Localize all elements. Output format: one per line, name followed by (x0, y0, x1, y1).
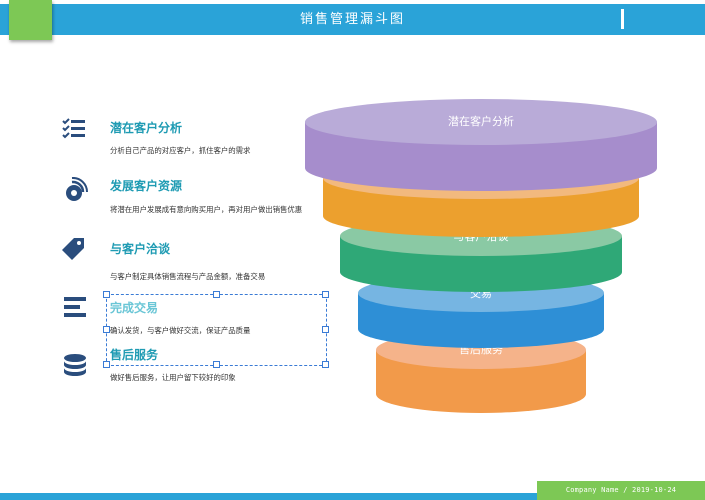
funnel-label-1: 潜在客户分析 (448, 114, 514, 128)
resize-handle[interactable] (322, 361, 329, 368)
tag-icon (62, 238, 84, 260)
footer-label: Company Name / 2019-10-24 (537, 481, 705, 500)
resize-handle[interactable] (103, 291, 110, 298)
logo-block (9, 0, 52, 40)
title-divider (621, 9, 624, 29)
resize-handle[interactable] (213, 291, 220, 298)
item-title-4: 完成交易 (110, 301, 159, 315)
bottom-bar (0, 493, 705, 500)
resize-handle[interactable] (213, 361, 220, 368)
item-desc-2: 将潜在用户发展成有意向购买用户，再对用户做出销售优惠 (110, 205, 303, 214)
list-icon (64, 297, 86, 317)
item-title-5: 售后服务 (110, 348, 159, 362)
item-title-1: 潜在客户分析 (110, 121, 183, 135)
funnel-layer-1: 潜在客户分析 (305, 99, 657, 191)
checklist-icon (62, 118, 85, 139)
funnel-layer-top (305, 99, 657, 145)
item-title-2: 发展客户资源 (110, 179, 183, 193)
item-desc-3: 与客户制定具体销售流程与产品金额，准备交易 (110, 272, 266, 281)
resize-handle[interactable] (103, 361, 110, 368)
item-desc-1: 分析自己产品的对应客户，抓住客户的需求 (110, 146, 251, 155)
item-title-3: 与客户洽谈 (110, 242, 171, 256)
resize-handle[interactable] (322, 291, 329, 298)
database-icon (64, 354, 86, 376)
item-desc-4: 确认发货，与客户做好交流，保证产品质量 (110, 326, 251, 335)
page-title: 销售管理漏斗图 (299, 12, 405, 27)
signal-icon (66, 177, 88, 201)
header-bar (0, 4, 705, 35)
resize-handle[interactable] (103, 326, 110, 333)
resize-handle[interactable] (322, 326, 329, 333)
item-desc-5: 做好售后服务，让用户留下较好的印象 (110, 373, 236, 382)
